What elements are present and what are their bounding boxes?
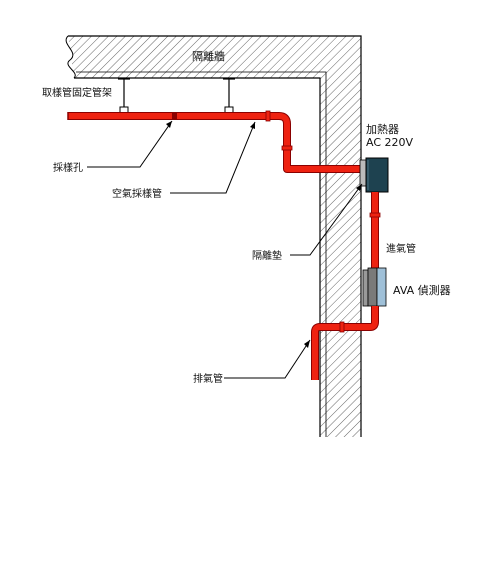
wall-inner-liner [76, 71, 327, 437]
exhaust-pipe [311, 306, 379, 380]
exhaust-pipe-body [312, 306, 378, 380]
exhaust-pipe-coupling [339, 321, 345, 333]
sampling-hole-mark [172, 112, 177, 120]
detector-bracket [362, 269, 369, 307]
label-sampling-hole: 採樣孔 [53, 161, 83, 174]
air-sampling-pipe [67, 110, 368, 173]
heater-body [365, 157, 389, 193]
label-air-sampling-pipe: 空氣採樣管 [112, 187, 162, 200]
leader-sampling-hole [87, 120, 173, 168]
label-isolation-pad: 隔離墊 [252, 249, 282, 262]
leader-exhaust [224, 339, 311, 379]
ava-detector [362, 267, 387, 307]
wall-inner-edge [74, 77, 321, 437]
detector-side [367, 267, 378, 307]
label-wall: 隔離牆 [192, 49, 225, 63]
inlet-pipe [369, 192, 381, 270]
inlet-pipe-coupling [369, 212, 381, 218]
label-detector: AVA 偵測器 [393, 283, 451, 297]
isolation-wall [65, 35, 362, 437]
wall-hatch-fill [68, 36, 361, 437]
leader-air-pipe-arrow [250, 122, 255, 129]
leader-exhaust-arrow [304, 340, 310, 348]
leader-sampling-hole-arrow [166, 121, 172, 128]
label-exhaust-pipe: 排氣管 [193, 372, 223, 385]
pipe-coupling-1 [265, 110, 271, 122]
heater-unit [365, 157, 389, 193]
leader-isolation-pad [290, 183, 363, 256]
pipe-brackets [118, 78, 235, 118]
leader-lines [87, 120, 363, 379]
label-inlet-pipe: 進氣管 [386, 242, 416, 255]
wall-outer-edge [68, 35, 362, 437]
wall-break-line [65, 35, 76, 79]
pipe-coupling-2 [281, 145, 293, 151]
detector-face [376, 267, 387, 307]
sampling-pipe-body [68, 113, 368, 172]
label-heater: 加熱器 [366, 123, 399, 136]
leader-air-pipe [170, 121, 256, 194]
label-pipe-bracket: 取樣管固定管架 [42, 86, 112, 99]
label-heater-voltage: AC 220V [366, 136, 414, 149]
isolation-pad [359, 159, 367, 187]
leader-isolation-pad-arrow [356, 184, 362, 191]
